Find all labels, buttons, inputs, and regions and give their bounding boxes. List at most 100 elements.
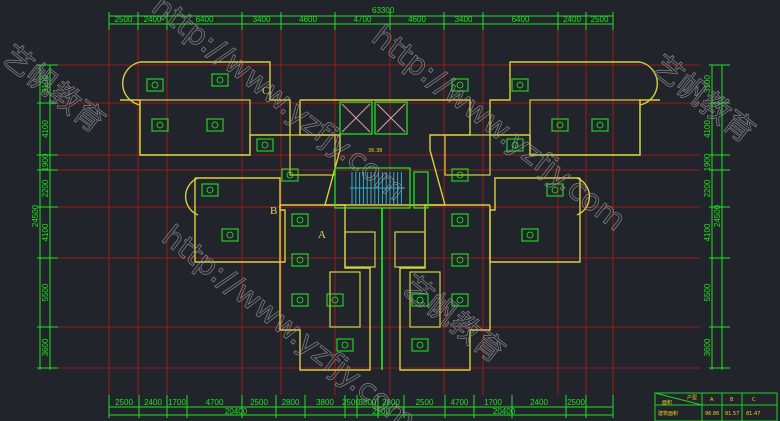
unit-a-right [399, 204, 491, 371]
rooms-top-left [139, 99, 251, 156]
dim-bottom-label: 4700 [206, 398, 224, 407]
furniture [511, 141, 519, 149]
dim-left-total: 24500 [31, 204, 40, 227]
table-value-c: 81.47 [746, 411, 760, 417]
wing-mid-left [194, 177, 286, 263]
furniture [451, 293, 469, 307]
furniture [556, 121, 564, 129]
dim-left-label: 4100 [41, 120, 50, 138]
furniture [341, 341, 349, 349]
furniture [451, 168, 469, 182]
dim-top-label: 3400 [253, 15, 271, 24]
dim-bottom-label: 3800 [359, 398, 377, 407]
table-header-type: 户型 [687, 394, 697, 401]
furniture [411, 338, 429, 352]
furniture [516, 81, 524, 89]
dim-bottom-label: 1700 [484, 398, 502, 407]
furniture [551, 186, 559, 194]
furniture [156, 121, 164, 129]
bay-window-top-right [639, 61, 659, 106]
bay-window-mid-left [184, 177, 199, 216]
furniture [546, 183, 564, 197]
unit-labels: A B C 36.38 [262, 85, 382, 241]
shaft [413, 171, 429, 209]
unit-label-b: B [270, 205, 277, 217]
dim-bottom-label: 2500 [567, 398, 585, 407]
dim-top-label: 4600 [299, 15, 317, 24]
furniture [291, 293, 309, 307]
dim-top-label: 4600 [408, 15, 426, 24]
furniture [521, 228, 539, 242]
dim-bottom-total: 2500 [372, 407, 390, 416]
elevator-cross [376, 103, 406, 133]
furniture [221, 228, 239, 242]
furniture [336, 338, 354, 352]
dim-left-label: 2200 [41, 179, 50, 197]
furniture [456, 171, 464, 179]
watermark-brand-1: 艺帆教育 [0, 39, 111, 140]
dim-bottom-label: 2500 [416, 398, 434, 407]
table-col-a: A [710, 397, 714, 403]
furniture [551, 118, 569, 132]
furniture [281, 168, 299, 182]
axis-grid [55, 28, 700, 395]
table-col-c: C [752, 397, 756, 403]
dim-top-label: 6400 [196, 15, 214, 24]
furniture [296, 296, 304, 304]
bath-right [394, 231, 426, 268]
furniture [146, 78, 164, 92]
dim-top-label: 2500 [591, 15, 609, 24]
furniture [456, 81, 464, 89]
dim-bottom-label: 2500 [250, 398, 268, 407]
table-value-b: 81.57 [725, 411, 739, 417]
furniture [456, 216, 464, 224]
unit-label-c: C [262, 85, 269, 97]
dim-left-label: 3100 [41, 75, 50, 93]
furniture [591, 118, 609, 132]
unit-a-left [279, 204, 371, 371]
dim-bottom-label: 2800 [282, 398, 300, 407]
furniture [206, 186, 214, 194]
dim-top-label: 2400 [144, 15, 162, 24]
furniture [211, 73, 229, 87]
kitchen-right [409, 271, 441, 328]
furniture [456, 256, 464, 264]
dim-left-label: 5500 [41, 283, 50, 301]
furniture [296, 216, 304, 224]
dim-bottom-label: 2500 [115, 398, 133, 407]
lobby-area-label: 36.38 [368, 148, 382, 154]
furniture [291, 253, 309, 267]
dim-left-label: 3600 [41, 338, 50, 356]
furniture [416, 296, 424, 304]
elevator-cross [341, 103, 371, 133]
furniture [451, 213, 469, 227]
furniture [411, 293, 429, 307]
dim-right-label: 1900 [703, 153, 712, 171]
dim-right-total: 24500 [713, 204, 722, 227]
table-header-area: 面积 [662, 399, 672, 406]
furniture [206, 118, 224, 132]
elevator-left [339, 101, 373, 135]
furniture [506, 138, 524, 152]
dim-top-label: 2400 [563, 15, 581, 24]
table-col-b: B [730, 397, 734, 403]
dim-top-label: 4700 [354, 15, 372, 24]
furniture [151, 118, 169, 132]
furniture [326, 293, 344, 307]
bath-left [344, 231, 376, 268]
unit-label-a: A [318, 229, 326, 241]
dim-bottom-label: 4700 [451, 398, 469, 407]
dim-bottom-total: 20400 [225, 407, 248, 416]
dim-bottom-label: 2500 [342, 398, 360, 407]
dim-top-label: 6400 [512, 15, 530, 24]
dim-bottom-label: 2400 [530, 398, 548, 407]
furniture [256, 138, 274, 152]
dim-right-label: 4100 [703, 223, 712, 241]
furniture [286, 171, 294, 179]
core-lobby [299, 99, 471, 206]
building-outline [120, 61, 660, 371]
furniture [416, 341, 424, 349]
area-table: 户型 面积 A B C 建筑面积 96.86 81.57 81.47 [654, 392, 778, 421]
